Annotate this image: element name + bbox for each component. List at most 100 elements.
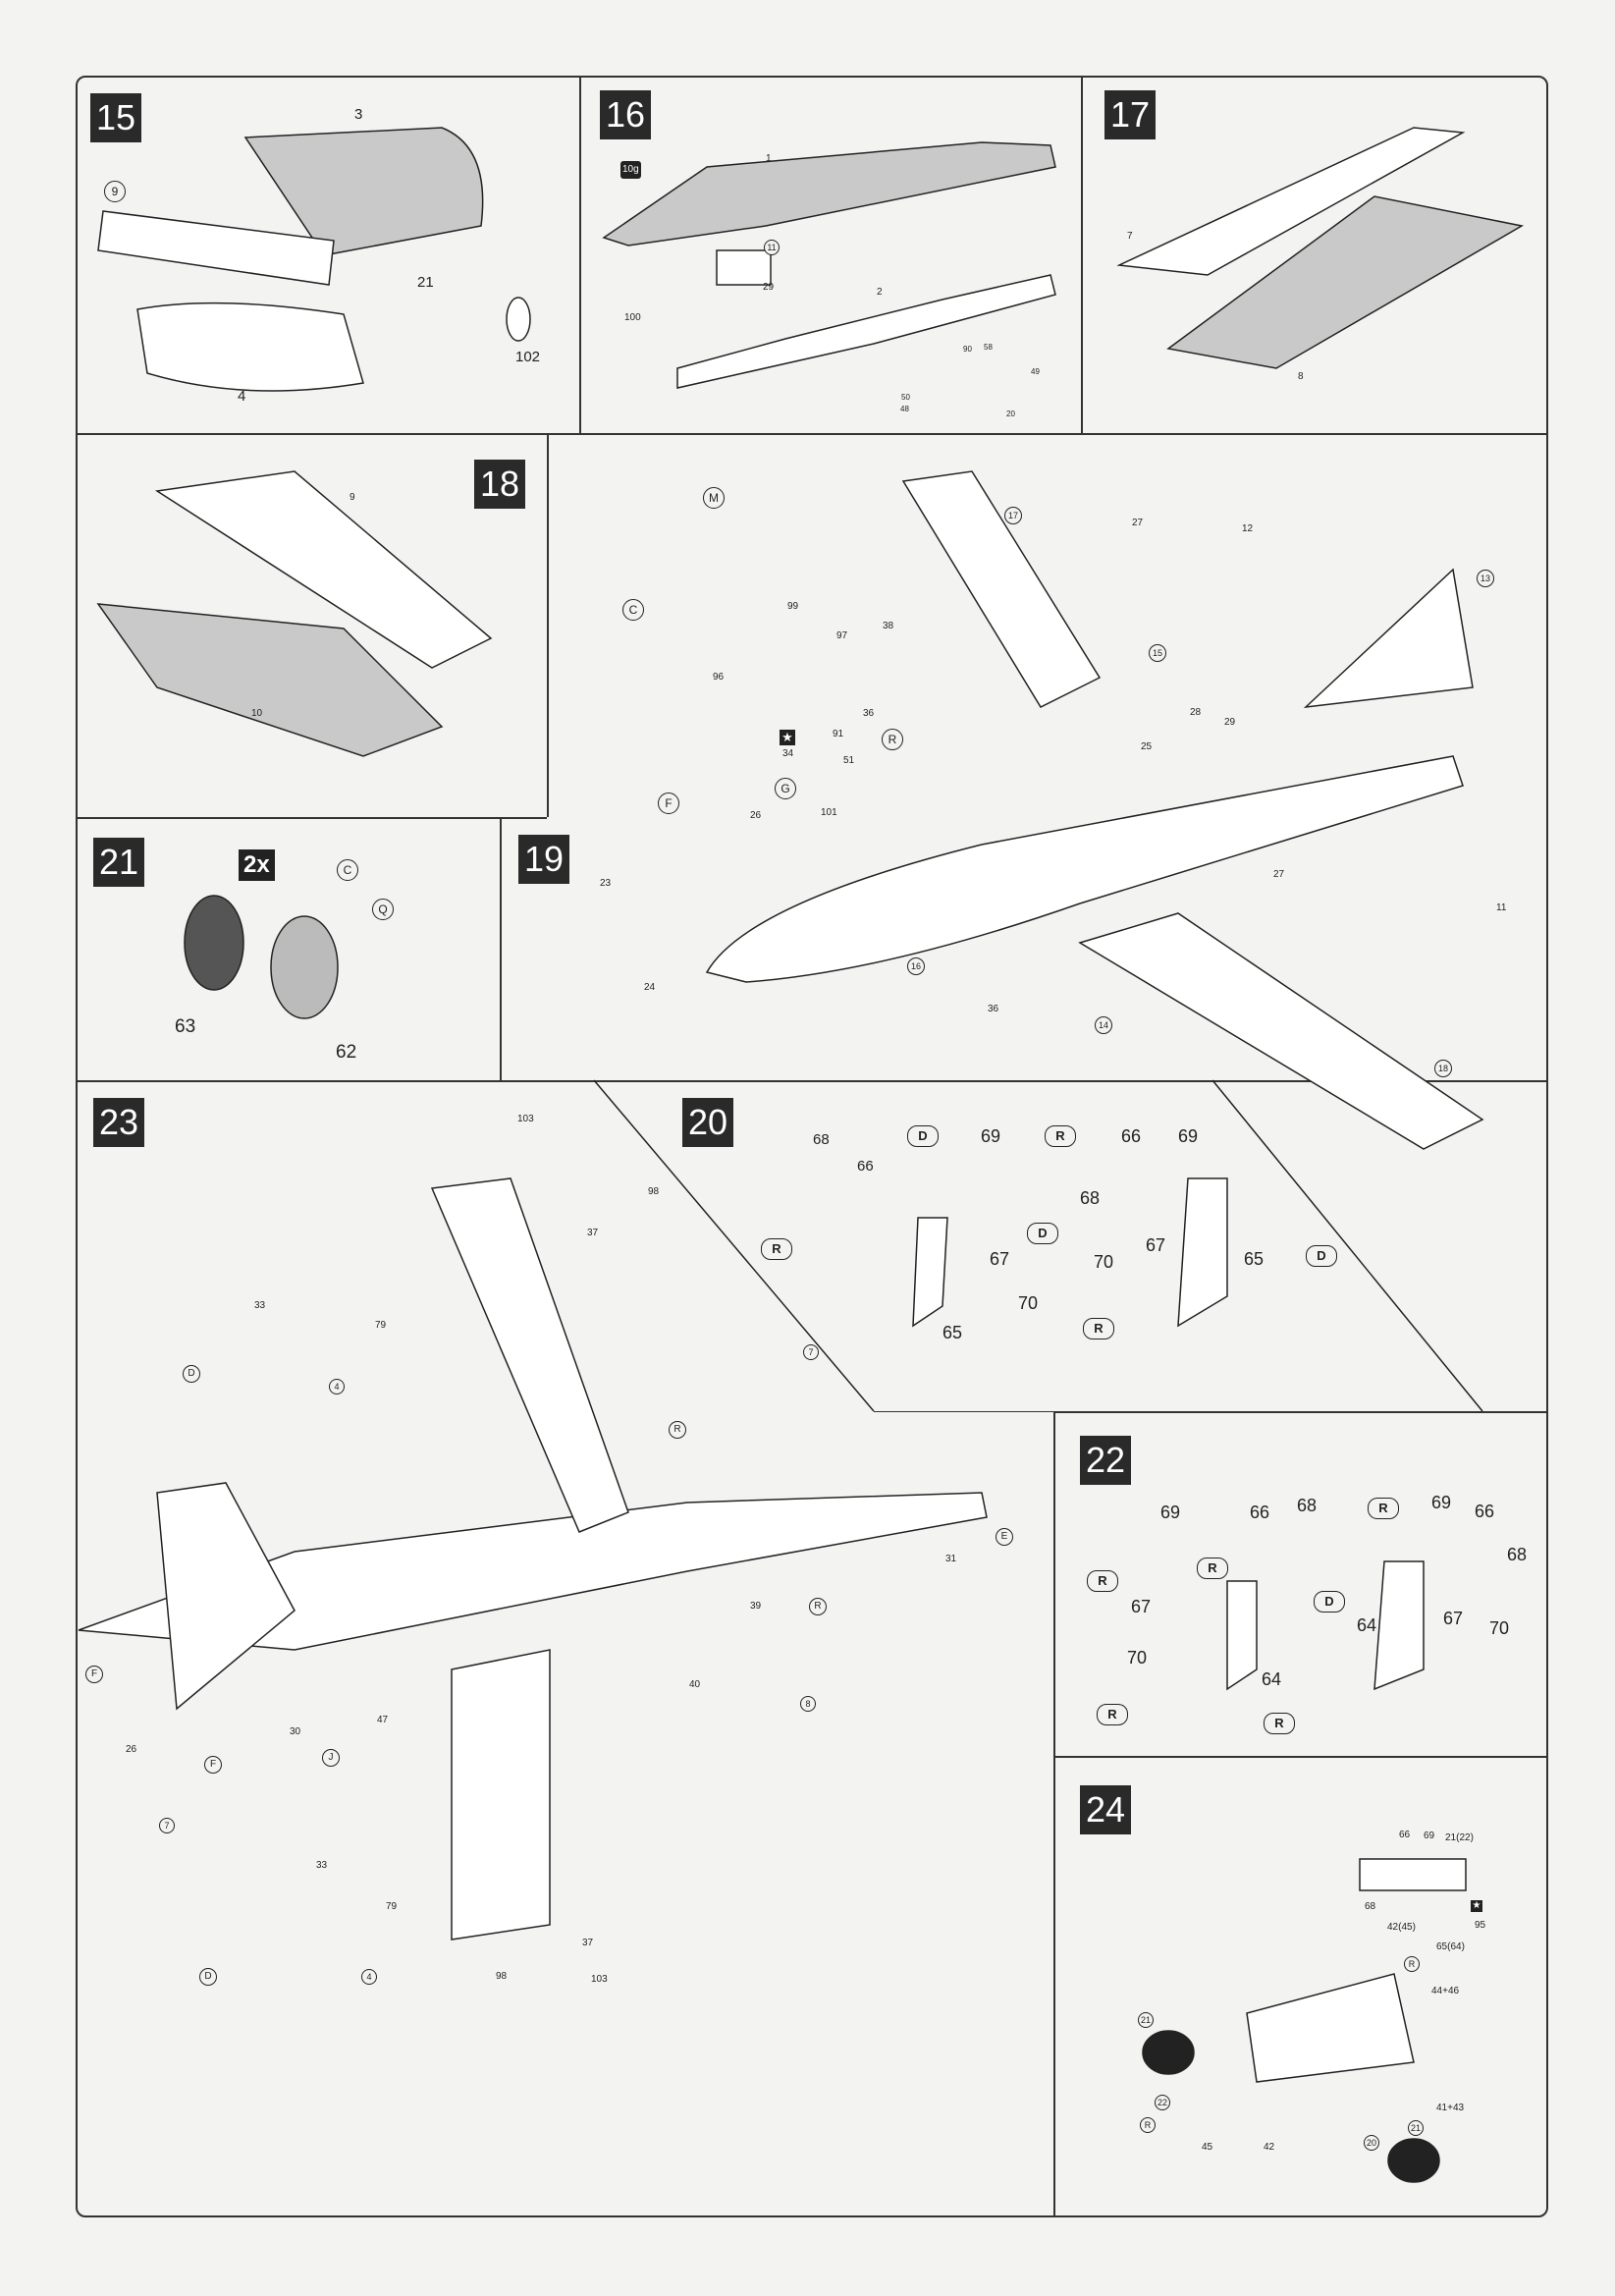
divider [547, 433, 549, 817]
step-callout: 22 [1155, 2095, 1170, 2110]
main-gear-strut [912, 1217, 948, 1328]
divider [76, 1080, 1548, 1082]
part-label: 68 [1297, 1496, 1318, 1515]
divider [1053, 1756, 1548, 1758]
sprue-callout: F [658, 793, 679, 814]
sprue-callout: R [1404, 1956, 1420, 1972]
part-label: 45 [1202, 2142, 1213, 2153]
step-17-number: 17 [1104, 90, 1156, 139]
divider [1053, 1411, 1548, 1413]
sprue-callout: R [1087, 1570, 1118, 1592]
step-callout: 21 [1408, 2120, 1424, 2136]
part-label: 30 [290, 1726, 301, 1737]
part-label: 33 [316, 1860, 328, 1871]
part-label: 23 [600, 878, 612, 889]
fuselage-assembly [705, 755, 1464, 983]
main-gear-strut [1226, 1580, 1258, 1691]
wing-left [901, 470, 1102, 708]
part-label: 66 [1475, 1502, 1495, 1521]
tail-fin [1303, 568, 1474, 709]
part-label: 68 [813, 1131, 830, 1148]
part-label: 99 [787, 601, 799, 612]
step-callout: 15 [1149, 644, 1166, 662]
divider [1081, 76, 1083, 433]
divider [579, 76, 581, 433]
sprue-callout: M [703, 487, 725, 509]
part-label: 68 [1080, 1188, 1101, 1208]
sprue-callout: R [1097, 1704, 1128, 1725]
step-callout: 16 [907, 957, 925, 975]
part-label: 66 [1250, 1503, 1270, 1522]
canopy-half-part [243, 127, 484, 256]
part-label: 97 [836, 630, 848, 641]
part-label: 29 [763, 282, 775, 293]
part-label: 103 [591, 1974, 608, 1985]
part-label: 68 [1365, 1901, 1376, 1912]
wheel-part [1387, 2138, 1440, 2183]
part-label: 28 [1190, 707, 1202, 718]
part-label: 40 [689, 1679, 701, 1690]
part-label: 39 [750, 1601, 762, 1612]
fuselage-right-half [676, 274, 1056, 389]
step-callout: 18 [1434, 1060, 1452, 1077]
main-gear-strut [1373, 1560, 1425, 1691]
part-label: 20 [1006, 410, 1015, 418]
step-20-number: 20 [682, 1098, 733, 1147]
part-label: 8 [1298, 371, 1304, 382]
part-label: 9 [350, 492, 355, 503]
quantity-badge: 2x [239, 849, 275, 881]
part-label: 58 [984, 343, 993, 352]
part-label: 41+43 [1436, 2103, 1465, 2113]
part-label: 70 [1127, 1648, 1148, 1667]
sprue-callout: D [1027, 1223, 1058, 1244]
sprue-callout: R [1140, 2117, 1156, 2133]
divider [76, 817, 547, 819]
step-23-number: 23 [93, 1098, 144, 1147]
part-label: 70 [1094, 1252, 1114, 1272]
step-callout: 7 [159, 1818, 175, 1833]
fuselage-left-half [602, 141, 1056, 246]
sprue-callout: R [1368, 1498, 1399, 1519]
step-callout: 17 [1004, 507, 1022, 524]
step-15-number: 15 [90, 93, 141, 142]
part-label: 96 [713, 672, 725, 683]
wing-right [1078, 912, 1484, 1150]
step-callout: 4 [329, 1379, 345, 1394]
divider [874, 1411, 1053, 1412]
ring-part [506, 297, 531, 342]
sprue-callout: E [996, 1528, 1013, 1546]
part-label: 69 [1160, 1503, 1181, 1522]
upper-wing [1116, 127, 1466, 276]
part-label: 36 [988, 1004, 999, 1014]
instruction-sheet-frame [76, 76, 1548, 2217]
part-label: 70 [1018, 1293, 1039, 1313]
sprue-callout: R [1264, 1713, 1295, 1734]
wheel-hub-part [184, 895, 244, 991]
part-label: 79 [386, 1901, 398, 1912]
part-label: 42(45) [1387, 1922, 1416, 1933]
part-label: 67 [990, 1249, 1010, 1269]
upper-wing [154, 470, 493, 669]
part-label: 21(22) [1445, 1832, 1474, 1843]
part-callout: 9 [104, 181, 126, 202]
lower-wing [1166, 195, 1525, 369]
part-label: 91 [833, 729, 844, 739]
part-label: 2 [877, 287, 883, 298]
sprue-callout: D [907, 1125, 939, 1147]
sprue-callout: R [809, 1598, 827, 1615]
sprue-callout: J [322, 1749, 340, 1767]
sprue-callout: D [1306, 1245, 1337, 1267]
part-label: 103 [517, 1114, 534, 1124]
sprue-callout: D [199, 1968, 217, 1986]
part-label: 67 [1131, 1597, 1152, 1616]
part-label: 49 [1031, 367, 1040, 376]
part-label: 69 [1431, 1493, 1452, 1512]
part-label: 37 [582, 1938, 594, 1948]
sprue-callout: R [1045, 1125, 1076, 1147]
wheel-well-detail [1359, 1858, 1467, 1891]
part-label: 68 [1507, 1545, 1528, 1564]
part-label: 25 [1141, 741, 1153, 752]
part-label: 65(64) [1436, 1941, 1465, 1952]
decal-star-icon: ★ [780, 730, 795, 745]
part-label: 50 [901, 393, 910, 402]
